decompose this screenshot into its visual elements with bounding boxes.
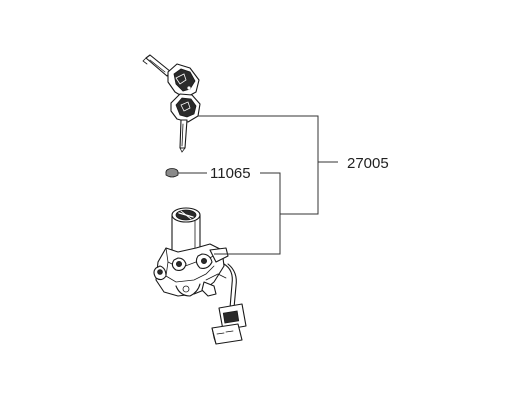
leader-switch xyxy=(214,214,281,255)
key-lower[interactable] xyxy=(170,93,201,153)
key-upper[interactable] xyxy=(142,54,200,99)
ignition-switch[interactable] xyxy=(153,207,229,297)
leader-key xyxy=(198,115,319,162)
wire-harness xyxy=(223,263,237,309)
connector[interactable] xyxy=(211,303,247,345)
leader-lines xyxy=(178,115,338,255)
label-27005: 27005 xyxy=(347,155,389,172)
leader-11065-bracket xyxy=(260,172,281,214)
label-11065: 11065 xyxy=(210,165,251,182)
cap-part[interactable] xyxy=(165,168,179,178)
leader-27005-lower xyxy=(280,162,319,215)
